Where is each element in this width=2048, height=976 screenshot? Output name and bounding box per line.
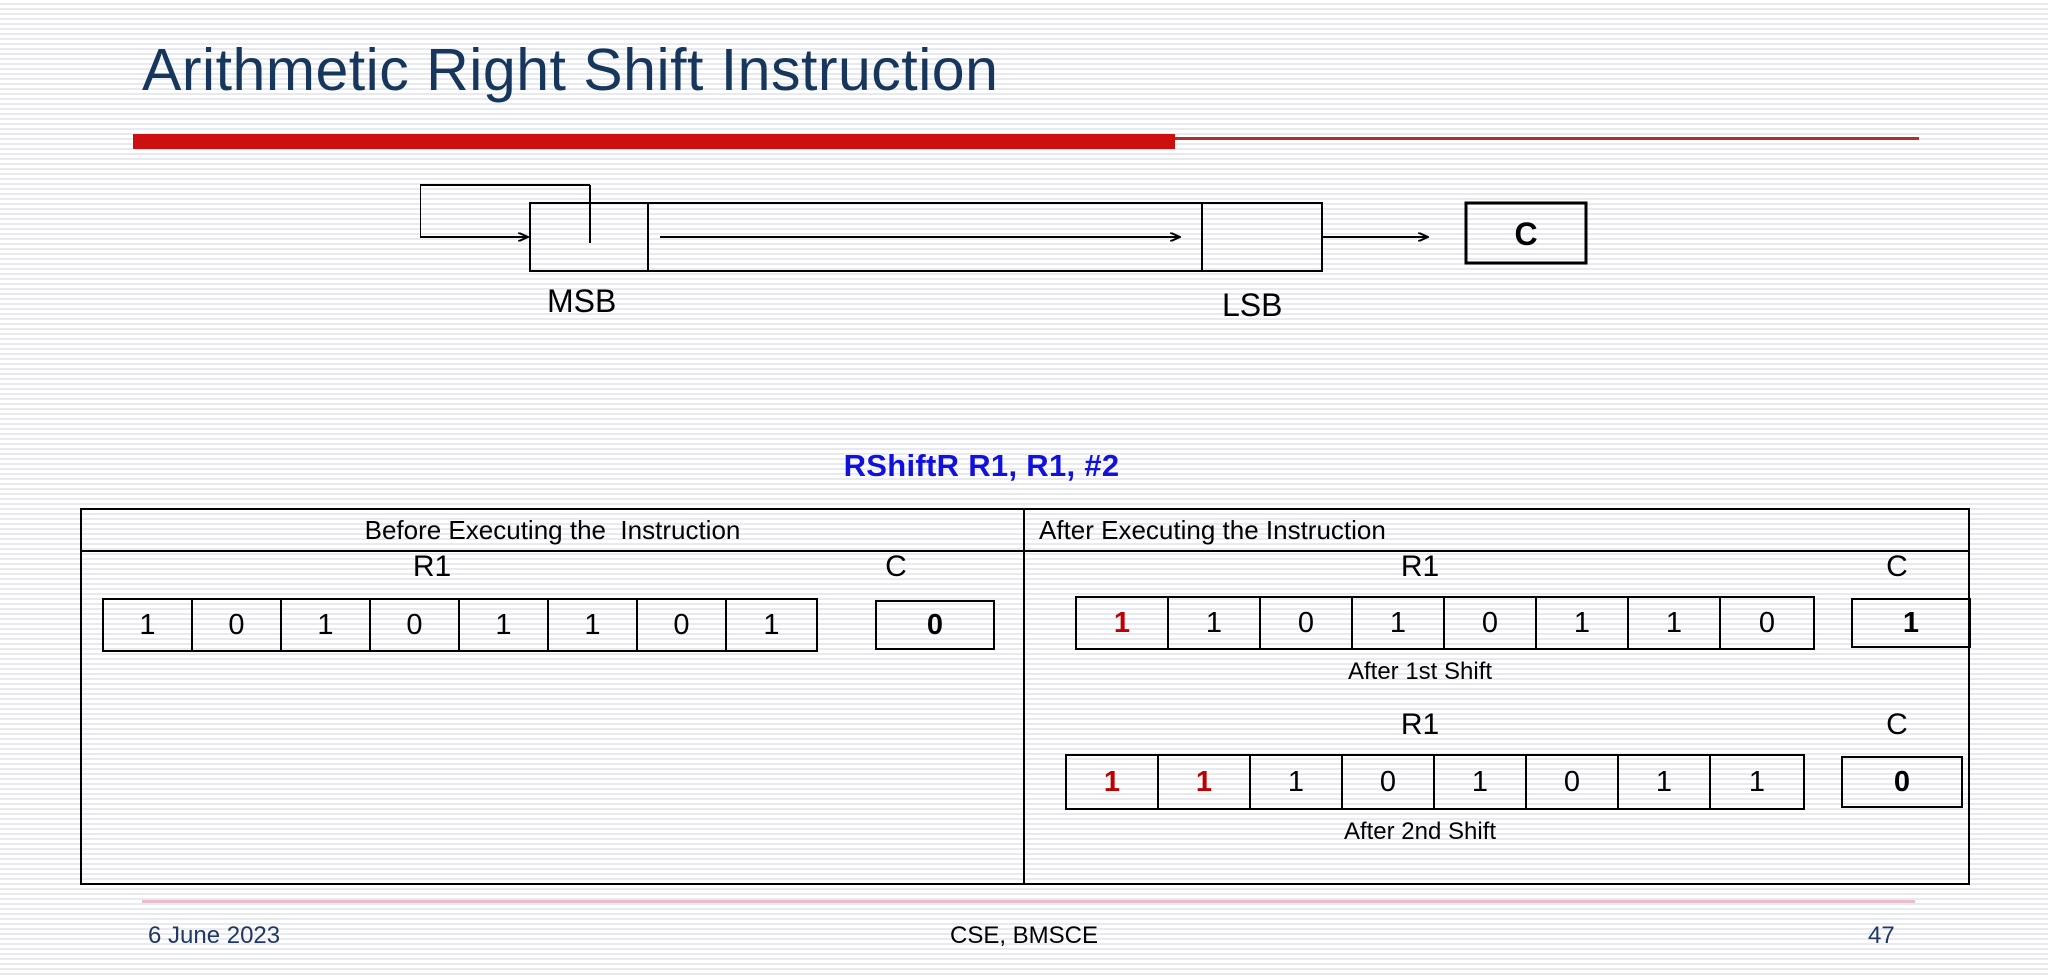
before-carry-label: C: [885, 550, 907, 583]
before-register-label: R1: [412, 550, 452, 583]
carry-flag-box: [1464, 201, 1588, 265]
lsb-cell: [1201, 202, 1323, 272]
table-header-before: Before Executing the Instruction: [82, 510, 1025, 550]
page-title: Arithmetic Right Shift Instruction: [142, 37, 999, 103]
instruction-mnemonic: RShiftR R1, R1, #2: [0, 448, 2048, 484]
bit-cell: 0: [1343, 756, 1435, 808]
bit-cell: 0: [1527, 756, 1619, 808]
instruction-mnemonic-text: RShiftR R1, R1, #2: [843, 448, 1120, 483]
bit-cell: 1: [1353, 598, 1445, 648]
bit-cell: 1: [1067, 756, 1159, 808]
after-second-carry-label: C: [1886, 708, 1908, 741]
carry-flag-letter: C: [1514, 216, 1537, 252]
bit-cell: 0: [1758, 606, 1776, 639]
bit-cell: 1: [1748, 765, 1766, 798]
after-first-carry-box: 1: [1851, 598, 1971, 648]
before-register-headers: R1 C: [82, 552, 995, 582]
bit-cell: 1: [1169, 598, 1261, 648]
table-header-after: After Executing the Instruction: [1039, 514, 1386, 545]
bit-cell: 0: [638, 600, 727, 650]
bit-cell: 1: [282, 600, 371, 650]
lsb-label: LSB: [1222, 287, 1283, 323]
bit-cell: 1: [1537, 598, 1629, 648]
table-header-row: Before Executing the Instruction After E…: [82, 510, 1968, 552]
footer-page-number: 47: [1868, 922, 1895, 949]
after-second-register-headers: R1 C: [1025, 710, 1963, 740]
after-first-carry-label: C: [1886, 550, 1908, 583]
bit-cell: 1: [1619, 756, 1711, 808]
before-carry-box: 0: [875, 600, 995, 650]
bit-cell: 1: [1251, 756, 1343, 808]
bit-cell: 1: [104, 600, 193, 650]
bit-cell: 0: [1445, 598, 1537, 648]
bit-cell: 1: [1629, 598, 1721, 648]
bit-cell: 0: [193, 600, 282, 650]
footer-date: 6 June 2023: [148, 922, 281, 949]
bit-cell: 0: [371, 600, 460, 650]
bit-cell: 1: [1077, 598, 1169, 648]
before-after-comparison-table: Before Executing the Instruction After E…: [80, 508, 1971, 885]
bit-cell: 1: [460, 600, 549, 650]
bit-cell: 0: [1261, 598, 1353, 648]
msb-label: MSB: [547, 283, 617, 319]
after-first-shift-caption: After 1st Shift: [1347, 658, 1493, 685]
footer-center-text: CSE, BMSCE: [949, 922, 1099, 949]
after-second-shift-caption: After 2nd Shift: [1343, 818, 1497, 845]
bit-cell: 1: [1159, 756, 1251, 808]
title-underline-thick: [133, 134, 1175, 149]
after-first-register-headers: R1 C: [1025, 552, 1971, 582]
after-second-carry-box: 0: [1841, 756, 1963, 808]
bit-cell: 1: [763, 608, 780, 641]
bit-cell: 1: [1435, 756, 1527, 808]
after-first-register-label: R1: [1400, 550, 1440, 583]
after-second-register-label: R1: [1400, 708, 1440, 741]
msb-feedback-loop: [420, 184, 591, 243]
footer-divider: [142, 900, 1915, 903]
bit-cell: 1: [549, 600, 638, 650]
shift-register-diagram: C: [420, 165, 1600, 315]
